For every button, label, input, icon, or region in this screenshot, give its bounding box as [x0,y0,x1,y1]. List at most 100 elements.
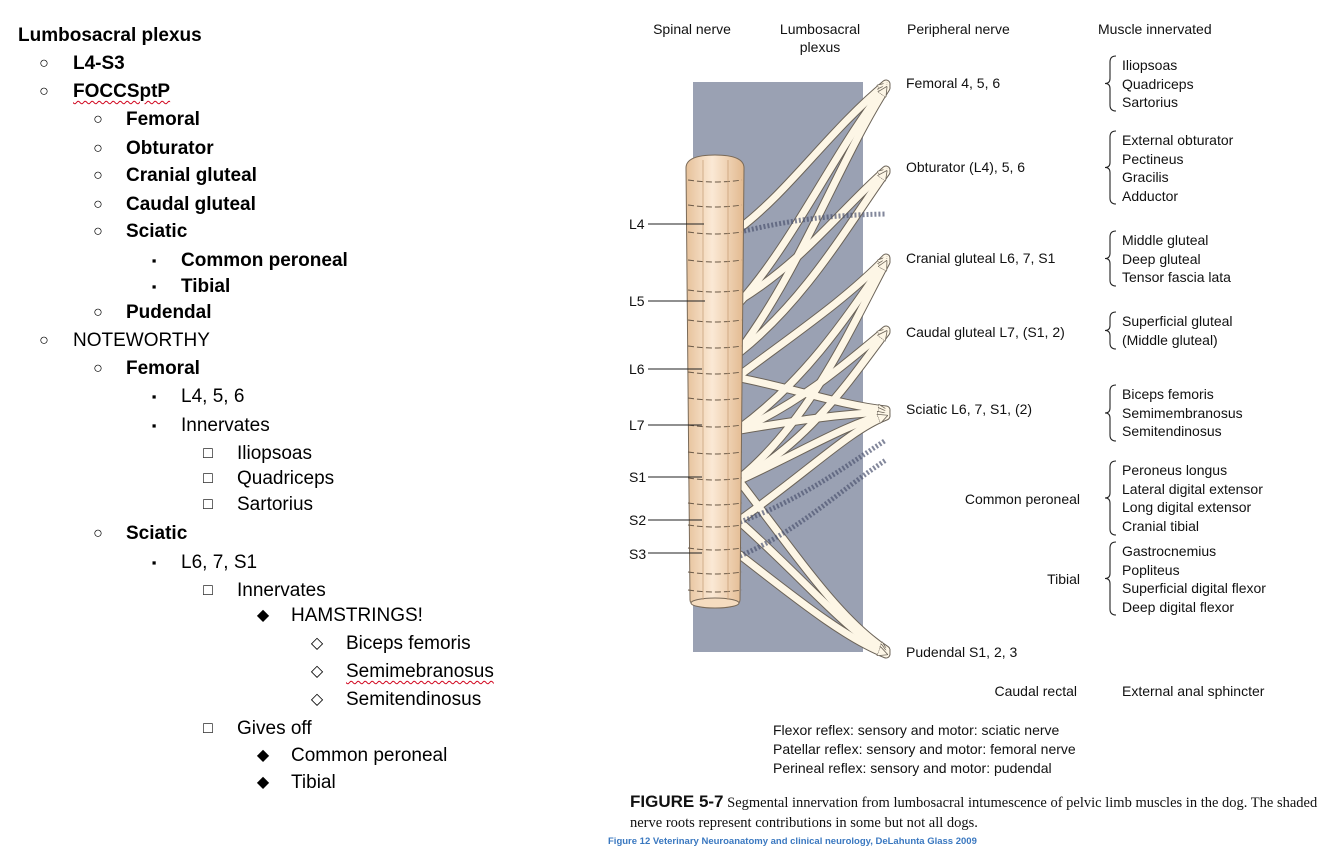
outline-bullet: ○ [93,111,103,128]
segment-label-s3: S3 [629,546,647,562]
muscle-item: Long digital extensor [1122,499,1252,515]
muscle-item: Middle gluteal [1122,232,1209,248]
outline-item-text: NOTEWORTHY [73,330,210,351]
outline-item-text: Semimebranosus [346,661,494,682]
nerve-fill [736,82,890,306]
outline-item-text: Tibial [291,772,336,793]
nerve-fill [736,258,890,482]
outline-bullet: ○ [93,196,103,213]
outline-item-text: Sciatic [126,221,188,242]
outline-bullet: □ [203,582,213,599]
muscle-item: Biceps femoris [1122,386,1214,402]
outline-item-text: Caudal gluteal [126,194,256,215]
outline-item-text: Semitendinosus [346,689,482,710]
nerve-pudendal: Pudendal S1, 2, 3 [906,644,1018,660]
outline-item-text: Gives off [237,718,312,739]
caption-text: Segmental innervation from lumbosacral i… [630,795,1318,831]
muscle-item: Deep gluteal [1122,250,1201,267]
brace [1104,460,1117,536]
outline-bullet: □ [203,445,213,462]
outline-bullet: ▪ [151,389,157,404]
muscle-item: Superficial gluteal [1122,313,1233,329]
nerve-fill [736,256,890,432]
outline-item-text: Sciatic [126,523,188,544]
muscle-item: Quadriceps [1122,75,1194,92]
outline-bullet: ▪ [151,418,157,433]
nerve-common-peroneal: Common peroneal [964,491,1080,507]
muscle-item: (Middle gluteal) [1122,331,1218,348]
outline-bullet: □ [203,720,213,737]
outline-notes: Lumbosacral plexus ○ L4-S3 ○ FOCCSptP ○ Femor… [0,0,600,860]
brace [1104,230,1117,287]
nerve-fill [736,254,890,379]
nerve-fill [736,374,890,410]
reflex-flexor: Flexor reflex: sensory and motor: sciati… [773,722,1060,738]
reflex-perineal: Perineal reflex: sensory and motor: pude… [773,760,1052,776]
muscle-item: Semitendinosus [1122,423,1222,439]
outline-bullet: ◆ [256,774,270,791]
brace [1104,311,1117,350]
segment-leaders [648,223,705,554]
nerve-cranial-gluteal: Cranial gluteal L6, 7, S1 [906,250,1056,266]
outline-bullet: ◇ [310,663,324,680]
muscle-item: Gastrocnemius [1122,543,1217,559]
outline-item-text: Iliopsoas [237,443,312,464]
muscle-item: Deep digital flexor [1122,598,1235,615]
muscle-item: Gracilis [1122,169,1169,185]
outline-bullet: ○ [39,83,49,100]
nerve-femoral: Femoral 4, 5, 6 [906,75,1001,91]
segment-label-s2: S2 [629,512,647,528]
outline-item-text: L4-S3 [73,53,125,74]
nerve-fill [736,168,890,356]
outline-item-text: L6, 7, S1 [181,552,258,573]
nerve-fill [736,328,890,484]
outline-item-text: Pudendal [126,302,212,323]
spinal-cord [685,154,745,609]
muscle-item: External obturator [1122,132,1234,148]
outline-item-text: Obturator [126,138,214,159]
outline-bullet: ○ [93,360,103,377]
muscle-item: Tensor fascia lata [1122,269,1231,285]
outline-bullet: ○ [93,140,103,157]
outline-item-text: Biceps femoris [346,633,471,654]
muscle-item: Sartorius [1122,94,1179,110]
segment-label-l6: L6 [629,361,645,377]
brace [1104,541,1117,616]
nerve-fill [736,84,890,354]
muscle-item: Popliteus [1122,561,1180,578]
plexus-diagram [648,55,1117,659]
outline-item-text: Sartorius [237,494,314,515]
figure-credit: Figure 12 Veterinary Neuroanatomy and cl… [608,836,977,847]
muscle-item: Cranial tibial [1122,517,1200,534]
muscle-item: Iliopsoas [1122,57,1178,73]
outline-bullet: ○ [93,525,103,542]
muscle-item: Superficial digital flexor [1122,580,1266,596]
nerve-fill [736,412,890,434]
outline-item-text: Common peroneal [181,250,348,271]
outline-item-text: Innervates [181,415,270,436]
nerve-fill [736,80,890,232]
muscle-item: Adductor [1122,187,1179,204]
nerve-sciatic: Sciatic L6, 7, S1, (2) [906,401,1033,417]
outline-bullet: ○ [93,167,103,184]
muscle-item: Peroneus longus [1122,462,1228,478]
segment-label-l7: L7 [629,417,645,433]
optional-root [739,437,888,525]
nerve-caudal-rectal: Caudal rectal [994,683,1078,699]
caption-label: FIGURE 5-7 [630,792,724,811]
nerve-bundles [735,79,891,659]
outline-item-text: Femoral [126,109,200,130]
brace [1104,130,1117,205]
nerve-tibial: Tibial [1047,571,1080,587]
muscle-braces [1104,55,1117,616]
outline-bullet: ◇ [310,691,324,708]
outline-item-text: Tibial [181,276,231,297]
brace [1104,55,1117,112]
outline-title: Lumbosacral plexus [18,25,202,46]
nerve-fill [736,166,890,304]
optional-root [739,211,887,235]
outline-item-text: FOCCSptP [73,81,171,102]
outline-bullet: ○ [93,304,103,321]
header-spinal-nerve: Spinal nerve [653,21,731,37]
outline-bullet: ○ [39,332,49,349]
